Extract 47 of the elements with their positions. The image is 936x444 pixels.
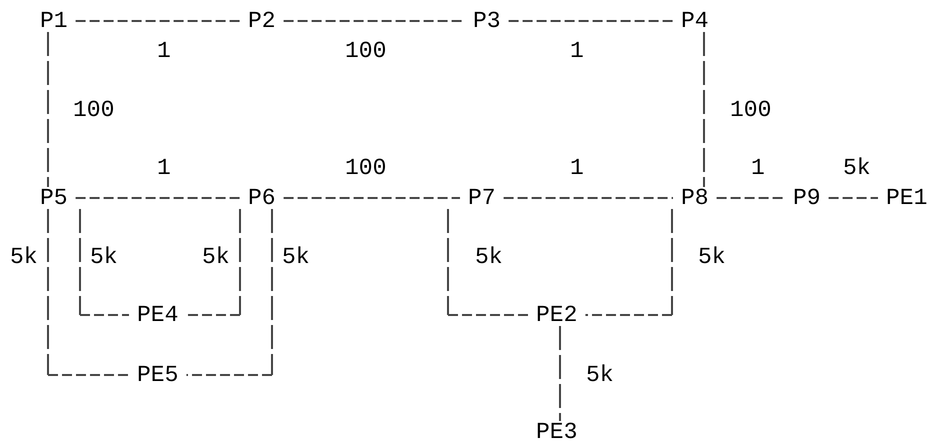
- connector-line: [76, 197, 240, 199]
- connector-line: [186, 209, 241, 316]
- connector-line: [828, 197, 878, 199]
- node-label: P1: [40, 9, 68, 33]
- edge-label: 1: [570, 156, 584, 180]
- node-label: PE1: [886, 186, 928, 210]
- connector-line: [585, 209, 673, 316]
- connector-line: [716, 197, 785, 199]
- edge-label: 100: [345, 156, 386, 180]
- connector-line: [284, 197, 460, 199]
- connector-line: [504, 197, 673, 199]
- connector-line: [47, 209, 129, 376]
- edge-label: 5k: [843, 156, 871, 180]
- connector-line: [47, 32, 49, 187]
- node-label: P8: [681, 186, 709, 210]
- edge-label: 1: [751, 156, 765, 180]
- connector-line: [186, 209, 273, 376]
- connector-line: [76, 20, 240, 22]
- node-label: P9: [793, 186, 821, 210]
- node-label: P7: [468, 186, 496, 210]
- edge-label: 100: [730, 98, 772, 122]
- edge-label: 5k: [475, 245, 503, 269]
- node-label: P5: [40, 186, 68, 210]
- node-label: PE2: [536, 303, 578, 327]
- edge-label: 5k: [10, 245, 38, 269]
- connector-line: [447, 209, 528, 316]
- connector-line: [79, 209, 129, 316]
- edge-label: 5k: [586, 363, 614, 387]
- node-label: P4: [681, 9, 709, 33]
- edge-label: 100: [345, 39, 386, 63]
- connector-line: [559, 326, 561, 421]
- edge-label: 1: [157, 39, 171, 63]
- node-label: PE3: [536, 420, 578, 444]
- edge-label: 5k: [282, 245, 310, 269]
- connector-line: [508, 20, 673, 22]
- edge-label: 1: [570, 39, 584, 63]
- node-label: P3: [473, 9, 501, 33]
- edge-label: 5k: [202, 245, 230, 269]
- node-label: P6: [248, 186, 276, 210]
- edge-label: 1: [157, 156, 171, 180]
- connector-line: [703, 32, 705, 187]
- node-label: P2: [248, 9, 276, 33]
- edge-label: 5k: [698, 245, 726, 269]
- edge-label: 100: [73, 98, 114, 122]
- node-label: PE4: [137, 303, 178, 327]
- edge-label: 5k: [90, 245, 118, 269]
- node-label: PE5: [137, 363, 178, 387]
